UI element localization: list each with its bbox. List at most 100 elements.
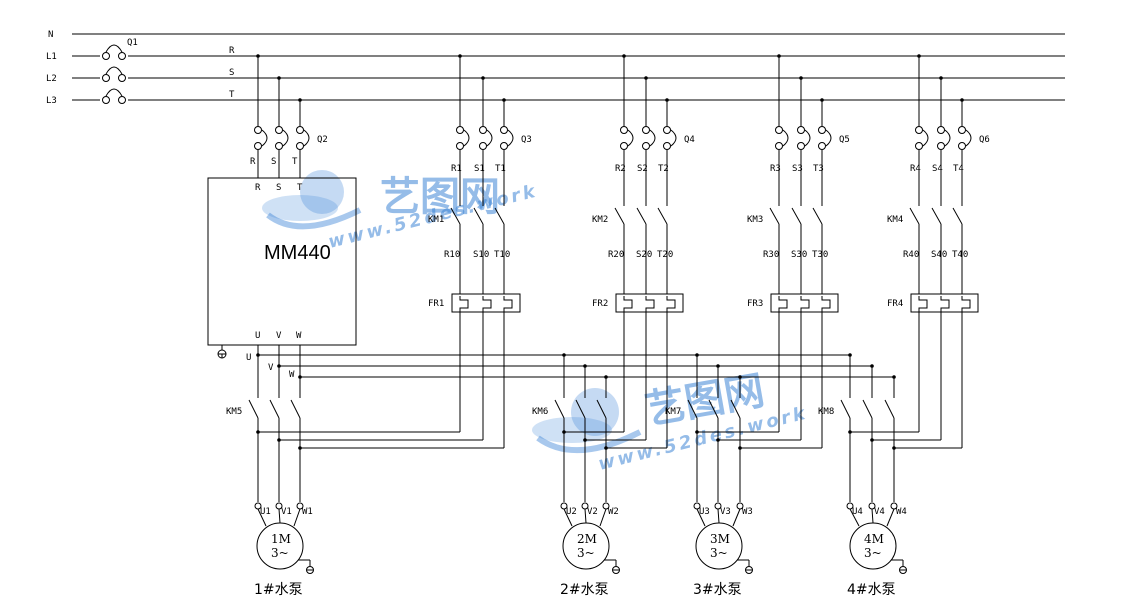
watermark-1: 艺图网 www.52des.work	[262, 170, 540, 253]
load-label: T30	[812, 250, 828, 260]
branch-contactor-icon	[769, 207, 823, 225]
load-label: T10	[494, 250, 510, 260]
motor-ground-icon	[891, 559, 907, 574]
load-label: T40	[952, 250, 968, 260]
motor-terminal-label: W4	[896, 507, 907, 517]
motor-label: 2M	[577, 532, 597, 546]
drive-breaker-label: Q2	[317, 135, 328, 145]
phase-label: R4	[910, 164, 921, 174]
bus-label-l2: L2	[46, 74, 57, 84]
motor-label: 3M	[710, 532, 730, 546]
vfd-out-label-w: W	[296, 331, 302, 341]
branch-contactor-label: KM1	[428, 215, 444, 225]
motor-icon	[562, 522, 610, 570]
branch-contactor-label: KM2	[592, 215, 608, 225]
motor-terminal-label: V3	[720, 507, 731, 517]
phase-label: S2	[637, 164, 648, 174]
motor-caption: 1#水泵	[254, 582, 303, 598]
drive-top-label-t: T	[292, 157, 298, 167]
phase-label: S4	[932, 164, 943, 174]
motor-terminal-label: U1	[260, 507, 271, 517]
load-label: R40	[903, 250, 919, 260]
branch-breaker-icon	[775, 126, 832, 150]
vfd-in-label-r: R	[255, 183, 261, 193]
motor-contactor-label: KM5	[226, 407, 242, 417]
drive-top-label-r: R	[250, 157, 256, 167]
motor-terminal-label: W3	[742, 507, 753, 517]
load-label: S10	[473, 250, 489, 260]
phase-label: T4	[953, 164, 964, 174]
motor-label: 1M	[271, 532, 291, 546]
bus-label-n: N	[48, 30, 53, 40]
motor-ground-icon	[298, 559, 314, 574]
overload-relay-icon	[615, 293, 684, 313]
vfd-box	[207, 177, 357, 346]
branch-breaker-icon	[915, 126, 972, 150]
motor-caption: 3#水泵	[693, 582, 742, 598]
vfd-bus-label-v: V	[268, 363, 274, 373]
motor-caption: 2#水泵	[560, 582, 609, 598]
phase-label: T2	[658, 164, 669, 174]
overload-relay-icon	[910, 293, 979, 313]
main-breaker-label: Q1	[127, 38, 138, 48]
bus-label-s: S	[229, 68, 234, 78]
motor-icon	[256, 522, 304, 570]
motor-icon	[695, 522, 743, 570]
branch-contactor-icon	[909, 207, 963, 225]
watermark-logo-icon	[262, 170, 362, 230]
motor-terminal-label: U4	[852, 507, 863, 517]
branch-contactor-label: KM3	[747, 215, 763, 225]
load-label: S30	[791, 250, 807, 260]
phase-label: S3	[792, 164, 803, 174]
phase-label: R1	[451, 164, 462, 174]
phase-label: S1	[474, 164, 485, 174]
vfd-bus-label-w: W	[289, 370, 295, 380]
vfd-out-label-u: U	[255, 331, 260, 341]
vfd-out-label-v: V	[276, 331, 282, 341]
phase-label: R2	[615, 164, 626, 174]
motor-phase: 3~	[577, 546, 595, 560]
vfd-in-label-t: T	[297, 183, 303, 193]
branch-breaker-label: Q6	[979, 135, 990, 145]
branch-contactor-icon	[450, 207, 505, 225]
overload-relay-label: FR3	[747, 299, 763, 309]
direct-feed-wiring	[258, 312, 963, 449]
branch-contactor-icon	[614, 207, 668, 225]
bus-label-t: T	[229, 90, 235, 100]
phase-label: T1	[495, 164, 506, 174]
motor-terminal-label: W1	[302, 507, 313, 517]
motor-phase: 3~	[271, 546, 289, 560]
drive-breaker-q2-icon	[254, 126, 310, 150]
watermark-2: 艺图网 www.52des.work	[532, 368, 810, 475]
load-label: R30	[763, 250, 779, 260]
branch-contactor-label: KM4	[887, 215, 903, 225]
load-label: T20	[657, 250, 673, 260]
load-label: R20	[608, 250, 624, 260]
load-label: R10	[444, 250, 460, 260]
ground-icon	[217, 345, 227, 359]
motor-contactor-label: KM6	[532, 407, 548, 417]
branch-breaker-icon	[456, 126, 514, 150]
watermark-logo-icon	[532, 388, 642, 454]
main-breaker-q1-icon	[102, 44, 126, 104]
motor-contactor-icon	[248, 399, 301, 419]
motor-label: 4M	[864, 532, 884, 546]
vfd-in-label-s: S	[276, 183, 281, 193]
motor-icon	[849, 522, 897, 570]
vfd-name: MM440	[264, 242, 331, 264]
overload-relay-label: FR2	[592, 299, 608, 309]
phase-label: T3	[813, 164, 824, 174]
motor-terminal-label: V2	[587, 507, 598, 517]
motor-contactor-label: KM8	[818, 407, 834, 417]
motor-terminal-label: V1	[281, 507, 292, 517]
